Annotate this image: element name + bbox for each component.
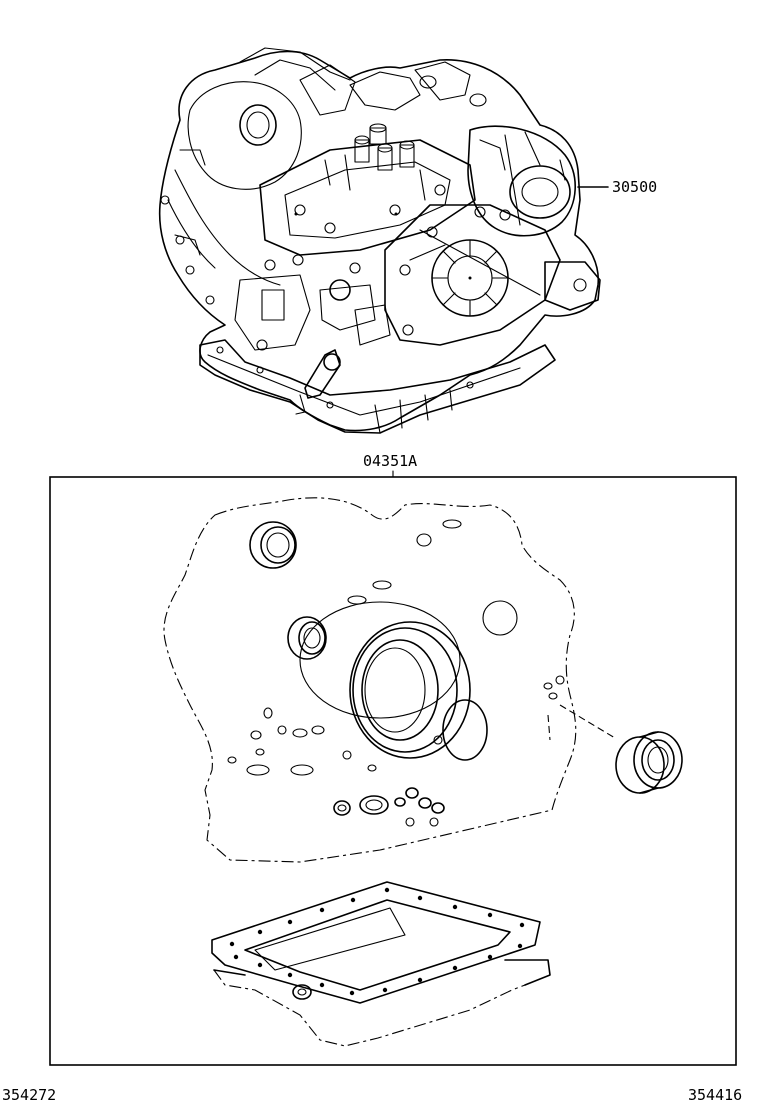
oil-seal-upper <box>249 521 297 569</box>
seal-ring-cluster <box>359 795 389 815</box>
oil-seal-right[interactable] <box>615 731 683 794</box>
transaxle-assembly-illustration[interactable] <box>158 47 601 434</box>
piston-seal-outer <box>349 621 471 759</box>
case-gasket-outline <box>163 497 577 863</box>
callout-label-30500[interactable]: 30500 <box>612 178 657 196</box>
o-ring-round <box>482 600 518 636</box>
callout-label-04351a[interactable]: 04351A <box>363 452 417 470</box>
gasket-kit-frame <box>49 476 737 1066</box>
oil-seal-middle <box>287 616 327 660</box>
o-ring-small <box>442 699 488 761</box>
oil-pan-outline <box>213 969 526 1047</box>
footer-code-left: 354272 <box>2 1086 56 1104</box>
gasket-kit-illustration[interactable] <box>163 497 683 1047</box>
drain-plug-gasket <box>292 984 312 1000</box>
footer-code-right: 354416 <box>688 1086 742 1104</box>
o-ring-large <box>299 601 461 719</box>
oil-pan-gasket[interactable] <box>211 881 541 1004</box>
